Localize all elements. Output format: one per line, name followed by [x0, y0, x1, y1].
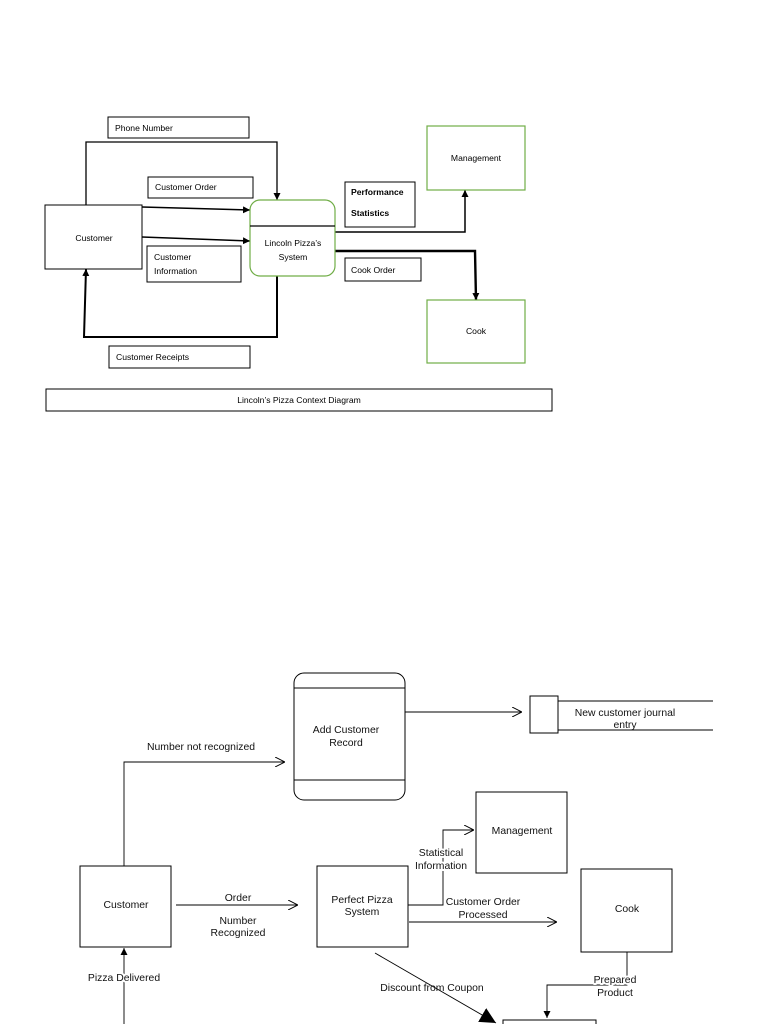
diagram-caption-box: [45, 388, 553, 412]
dfd-management-entity-label: Management: [492, 826, 553, 837]
management-entity-label: Management: [451, 153, 502, 163]
customer-entity-label: Customer: [75, 233, 112, 243]
performance-statistics-label-line2: Statistics: [351, 208, 389, 218]
customer-information-flow-arrow: [141, 236, 251, 245]
cook-entity-label: Cook: [466, 326, 487, 336]
pizza-delivered-label: Pizza Delivered: [88, 973, 160, 984]
statistical-information-label-line2: Information: [415, 861, 467, 872]
customer-receipts-label: Customer Receipts: [116, 352, 189, 362]
dfd-customer-entity-box: [79, 865, 172, 948]
perfect-pizza-system-label-line2: System: [345, 907, 380, 918]
data-store-id-box: [529, 695, 559, 734]
lincoln-pizza-system-process: [249, 199, 336, 277]
add-customer-record-process: [293, 672, 406, 801]
order-label: Order: [225, 893, 252, 904]
add-customer-record-label-line1: Add Customer: [313, 725, 380, 736]
diagram-caption: Lincoln’s Pizza Context Diagram: [237, 395, 361, 405]
statistical-information-flow-arrow: [408, 830, 474, 906]
statistical-information-label-line1: Statistical: [419, 848, 463, 859]
performance-statistics-label-line1: Performance: [351, 187, 404, 197]
discount-from-coupon-flow-arrow: [374, 952, 497, 1024]
number-not-recognized-flow-arrow: [123, 762, 285, 866]
customer-information-label-line2: Information: [154, 266, 197, 276]
customer-order-label-box: [147, 176, 254, 199]
cut-off-bottom-box: [502, 1019, 597, 1024]
prepared-product-label-line2: Product: [597, 988, 633, 999]
dfd-customer-entity-label: Customer: [103, 900, 149, 911]
customer-order-flow-arrow: [141, 206, 251, 214]
dfd-cook-entity-label: Cook: [615, 904, 640, 915]
customer-information-label-box: [146, 245, 242, 283]
number-recognized-label-line1: Number: [220, 916, 257, 927]
customer-receipts-flow-arrow: [82, 268, 278, 338]
cook-order-label-box: [344, 257, 422, 282]
discount-from-coupon-label: Discount from Coupon: [380, 983, 484, 994]
cook-order-flow-arrow: [335, 249, 480, 301]
phone-number-flow-arrow: [85, 141, 281, 205]
performance-statistics-flow-arrow: [335, 190, 469, 233]
phone-number-label-box: [107, 116, 250, 139]
management-entity-box: [426, 125, 526, 191]
customer-order-processed-label-line2: Processed: [458, 910, 507, 921]
data-store-label-line2: entry: [613, 720, 637, 731]
performance-statistics-label-box: [344, 181, 416, 228]
customer-order-processed-label-line1: Customer Order: [446, 897, 521, 908]
context-diagram: Phone Number Customer Order Customer Inf…: [44, 116, 553, 412]
prepared-product-flow-arrow: [543, 952, 628, 1018]
lincoln-pizza-system-label-line1: Lincoln Pizza’s: [265, 238, 322, 248]
phone-number-label: Phone Number: [115, 123, 173, 133]
number-recognized-label-line2: Recognized: [211, 928, 266, 939]
number-not-recognized-label: Number not recognized: [147, 742, 255, 753]
perfect-pizza-system-label-line1: Perfect Pizza: [331, 895, 392, 906]
customer-receipts-label-box: [108, 345, 251, 369]
prepared-product-label-line1: Prepared: [594, 975, 637, 986]
cook-entity-box: [426, 299, 526, 364]
data-store-label-line1: New customer journal: [575, 708, 675, 719]
customer-entity-box: [44, 204, 143, 270]
add-customer-record-label-line2: Record: [329, 738, 363, 749]
dfd-cook-entity-box: [580, 868, 673, 953]
perfect-pizza-system-process: [316, 865, 409, 948]
lincoln-pizza-system-label-line2: System: [279, 252, 308, 262]
cook-order-label: Cook Order: [351, 265, 396, 275]
customer-order-label: Customer Order: [155, 182, 217, 192]
data-flow-diagram: Add Customer Record New customer journal…: [79, 672, 713, 1024]
customer-information-label-line1: Customer: [154, 252, 191, 262]
dfd-management-entity-box: [475, 791, 568, 874]
